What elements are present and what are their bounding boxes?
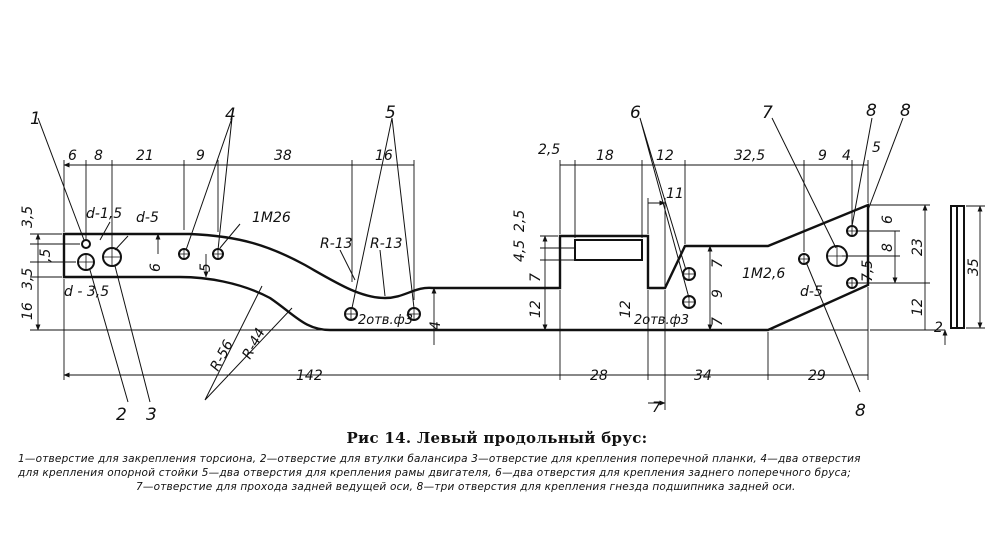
- dim-d5: d-5: [136, 210, 159, 226]
- callout-4: 4: [225, 105, 236, 125]
- dim-left-5: ,5: [38, 249, 54, 262]
- dim-top-9b: 9: [818, 148, 827, 164]
- dim-bottom-34: 34: [694, 368, 712, 384]
- dim-left-3-5a: 3,5: [20, 206, 36, 228]
- dim-bottom-7: 7: [652, 400, 661, 416]
- dim-bottom-29: 29: [808, 368, 826, 384]
- dim-r13-b: R-13: [370, 236, 403, 252]
- dim-top-32-5: 32,5: [734, 148, 765, 164]
- dim-right-7b: 7: [710, 317, 726, 326]
- callout-8-top-left: 8: [866, 101, 877, 121]
- dim-far-35: 35: [966, 258, 982, 276]
- dim-top-2-5: 2,5: [538, 142, 560, 158]
- callout-1: 1: [30, 109, 41, 129]
- dim-top-12: 12: [656, 148, 674, 164]
- figure-title: Рис 14. Левый продольный брус:: [346, 429, 648, 447]
- dim-right-9: 9: [710, 289, 726, 298]
- dim-top-16: 16: [375, 148, 393, 164]
- callout-8-top-right: 8: [900, 101, 911, 121]
- legend-line-3: 7—отверстие для прохода задней ведущей о…: [136, 481, 796, 493]
- dim-top-8: 8: [94, 148, 103, 164]
- legend-line-1: 1—отверстие для закрепления торсиона, 2—…: [18, 453, 861, 465]
- dim-top-18: 18: [596, 148, 614, 164]
- dim-top-38: 38: [274, 148, 292, 164]
- dim-holes-2x3-b: 2отв.ф3: [634, 313, 689, 328]
- dim-left-3-5b: 3,5: [20, 268, 36, 290]
- dim-inner-5: 5: [198, 263, 214, 272]
- callout-5: 5: [385, 103, 396, 123]
- dim-mid-4: 4: [428, 321, 444, 330]
- dim-far-23: 23: [910, 238, 926, 256]
- legend-line-2: для крепления опорной стойки 5—два отвер…: [18, 467, 851, 479]
- dim-bottom-142: 142: [296, 368, 323, 384]
- dim-right-12: 12: [618, 300, 634, 318]
- dim-d5b: d-5: [800, 284, 823, 300]
- callout-2: 2: [116, 405, 127, 425]
- dim-top-4: 4: [842, 148, 851, 164]
- dim-left-16: 16: [20, 302, 36, 320]
- dim-r44: R-44: [239, 326, 268, 362]
- dim-top-6: 6: [68, 148, 77, 164]
- dim-r56: R-56: [207, 338, 236, 374]
- dim-1m26: 1M26: [252, 210, 291, 226]
- dim-far-2: 2: [934, 320, 943, 336]
- dim-far-7-5: 7,5: [860, 260, 876, 282]
- dim-inner-6: 6: [148, 263, 164, 272]
- dim-top-5: 5: [872, 140, 881, 156]
- figure-legend: 1—отверстие для закрепления торсиона, 2—…: [18, 452, 978, 494]
- dim-top-9: 9: [196, 148, 205, 164]
- technical-drawing: 1 2 3 4 5 6 7 8 8 8 6 8 21 9 38 16 2,5 1…: [20, 101, 985, 425]
- callout-6: 6: [630, 103, 641, 123]
- dim-mid-12: 12: [528, 300, 544, 318]
- dim-top-11: 11: [666, 186, 684, 202]
- dim-right-7a: 7: [710, 259, 726, 268]
- dim-d1-5: d-1,5: [86, 206, 122, 222]
- slot-window: [574, 239, 643, 261]
- figure-caption: Рис 14. Левый продольный брус:: [0, 428, 994, 447]
- dim-far-12: 12: [910, 298, 926, 316]
- dim-1m2-6: 1M2,6: [742, 266, 785, 282]
- dim-mid-4-5: 4,5: [512, 240, 528, 262]
- dim-mid-2-5: 2,5: [512, 210, 528, 232]
- dim-far-8: 8: [880, 243, 896, 252]
- dim-d3-5: d - 3,5: [64, 284, 109, 300]
- hole-1: [81, 239, 91, 249]
- dim-r13-a: R-13: [320, 236, 353, 252]
- dim-bottom-28: 28: [590, 368, 608, 384]
- dim-mid-7: 7: [528, 273, 544, 282]
- dim-holes-2x3-a: 2отв.ф3: [358, 313, 413, 328]
- callout-7: 7: [762, 103, 773, 123]
- dim-top-21: 21: [136, 148, 154, 164]
- dim-far-6: 6: [880, 215, 896, 224]
- callout-3: 3: [146, 405, 157, 425]
- callout-8-bottom: 8: [855, 401, 866, 421]
